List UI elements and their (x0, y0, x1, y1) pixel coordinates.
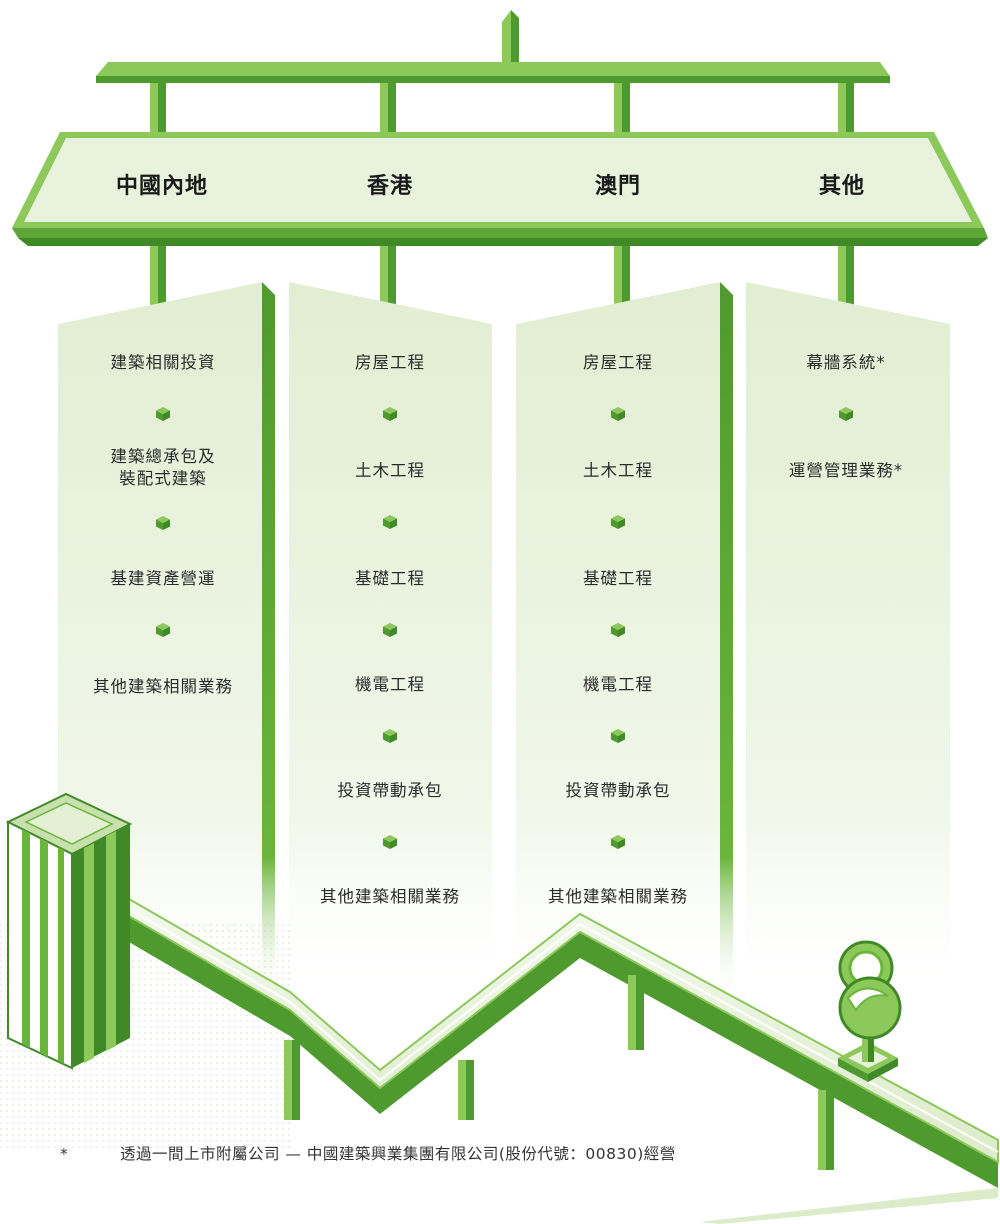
cube-bullet-icon (383, 623, 397, 637)
cube-bullet-icon (839, 407, 853, 421)
region-title-hongkong: 香港 (366, 174, 413, 199)
cube-bullet-icon (156, 516, 170, 530)
macau-item: 其他建築相關業務 (548, 887, 688, 906)
cube-bullet-icon (383, 407, 397, 421)
macau-item: 房屋工程 (583, 353, 653, 372)
footnote-mark: * (60, 1145, 68, 1163)
cube-bullet-icon (611, 623, 625, 637)
cube-bullet-icon (383, 515, 397, 529)
cube-bullet-icon (156, 407, 170, 421)
cube-bullet-icon (383, 835, 397, 849)
upper-connectors (150, 83, 854, 135)
others-item: 運營管理業務* (788, 461, 904, 480)
mainland-item: 建築相關投資 (110, 353, 216, 372)
hongkong-item: 其他建築相關業務 (320, 887, 460, 906)
hongkong-item: 基礎工程 (355, 569, 425, 588)
cube-bullet-icon (383, 729, 397, 743)
cube-bullet-icon (156, 623, 170, 637)
hongkong-item: 房屋工程 (355, 353, 425, 372)
macau-item: 基礎工程 (583, 569, 653, 588)
top-bar (96, 62, 890, 83)
macau-item: 投資帶動承包 (565, 781, 671, 800)
tree-illustration (838, 940, 902, 1082)
others-item: 幕牆系統* (806, 353, 886, 372)
hongkong-item: 投資帶動承包 (337, 781, 443, 800)
footnote-text: 透過一間上市附屬公司 — 中國建築興業集團有限公司(股份代號：00830)經營 (120, 1145, 676, 1163)
mainland-item: 建築總承包及 裝配式建築 (110, 447, 216, 488)
hongkong-item: 土木工程 (355, 461, 425, 480)
macau-item: 土木工程 (583, 461, 653, 480)
top-spike (502, 10, 519, 66)
mainland-item: 其他建築相關業務 (93, 677, 233, 696)
cube-bullet-icon (611, 729, 625, 743)
region-banner (12, 132, 988, 246)
zigzag-road (109, 886, 999, 1224)
hongkong-item: 機電工程 (355, 675, 425, 694)
column-panels (58, 282, 950, 1000)
lower-connectors (150, 246, 854, 306)
macau-item: 機電工程 (583, 675, 653, 694)
region-title-mainland: 中國內地 (115, 174, 208, 199)
cube-bullet-icon (611, 835, 625, 849)
region-title-macau: 澳門 (594, 174, 641, 199)
road-pillars (284, 975, 834, 1170)
cube-bullet-icon (611, 407, 625, 421)
region-title-others: 其他 (818, 174, 865, 199)
building-illustration (5, 792, 133, 1070)
mainland-item: 基建資產營運 (110, 569, 216, 588)
cube-bullet-icon (611, 515, 625, 529)
